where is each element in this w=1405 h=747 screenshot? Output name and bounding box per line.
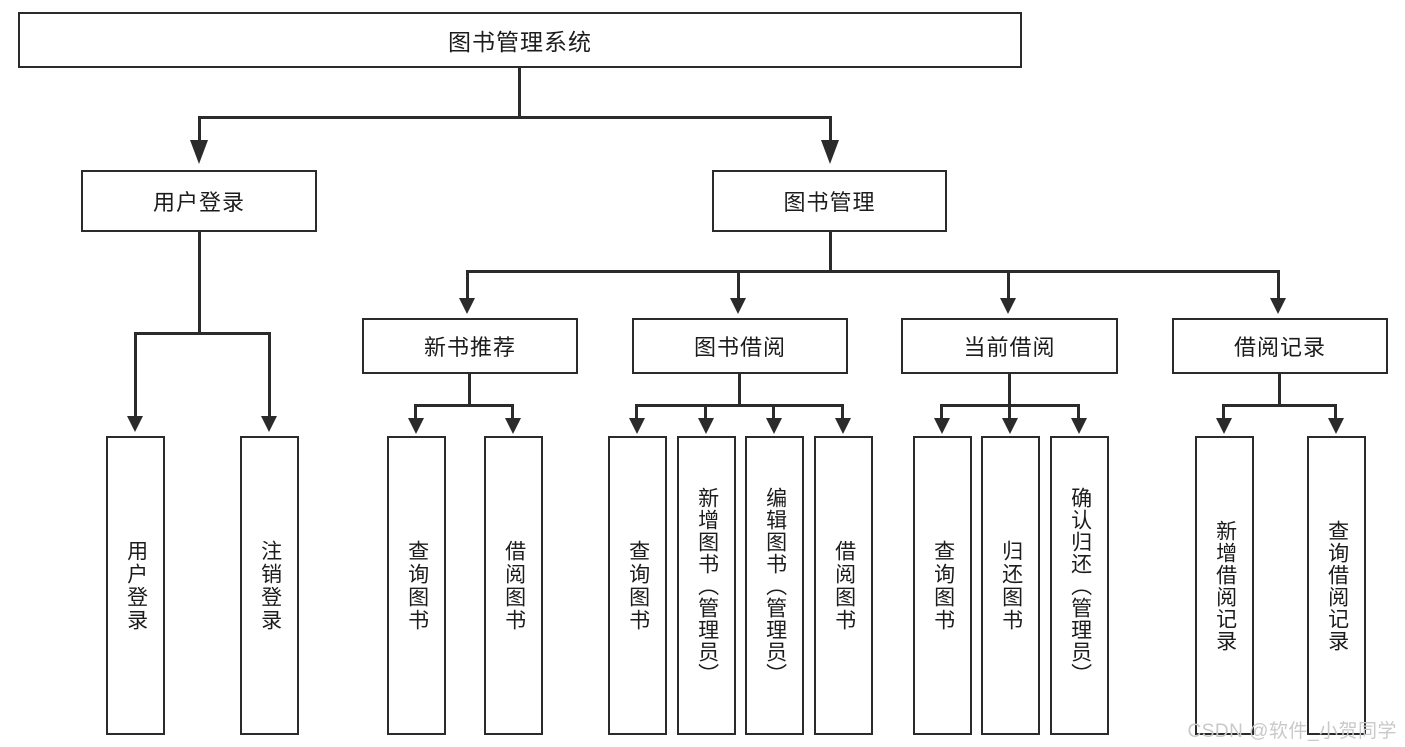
connector-record-to-leaf1	[1222, 404, 1225, 418]
connector-root-stem	[518, 68, 521, 118]
node-label: 查询借阅记录	[1325, 519, 1349, 652]
arrow-recommend-to-leaf1	[408, 418, 424, 434]
connector-root-to-bookmgmt	[829, 116, 832, 142]
connector-borrow-to-leaf2	[704, 404, 707, 418]
node-label: 归还图书	[999, 539, 1023, 632]
arrow-root-to-login	[190, 140, 208, 164]
leaf-current-return-book[interactable]: 归还图书	[981, 436, 1040, 735]
node-label: 用户登录	[152, 190, 245, 215]
connector-login-to-leaf1	[134, 332, 137, 416]
node-label: 查询图书	[931, 539, 955, 632]
connector-login-to-leaf2	[268, 332, 271, 416]
connector-bookmgmt-to-l2c	[1007, 270, 1010, 298]
connector-current-stem	[1008, 374, 1011, 406]
connector-recommend-to-leaf1	[414, 404, 417, 418]
node-label: 新增借阅记录	[1213, 519, 1237, 652]
leaf-borrow-add-book-admin[interactable]: 新增图书（管理员）	[677, 436, 736, 735]
leaf-record-query-borrow-record[interactable]: 查询借阅记录	[1307, 436, 1366, 735]
connector-bookmgmt-bus	[466, 270, 1280, 273]
leaf-borrow-query-book[interactable]: 查询图书	[608, 436, 667, 735]
leaf-current-confirm-return-admin[interactable]: 确认归还（管理员）	[1050, 436, 1109, 735]
node-label: 图书管理	[783, 190, 876, 215]
node-label: 编辑图书（管理员）	[763, 486, 787, 685]
arrow-current-to-leaf2	[1002, 418, 1018, 434]
arrow-recommend-to-leaf2	[505, 418, 521, 434]
node-label: 注销登录	[258, 539, 282, 632]
connector-borrow-stem	[738, 374, 741, 406]
csdn-watermark: CSDN @软件_小贺同学	[1187, 721, 1397, 742]
node-current-borrow[interactable]: 当前借阅	[901, 318, 1118, 374]
node-label: 图书管理系统	[448, 29, 592, 55]
connector-record-bus	[1222, 404, 1337, 407]
leaf-current-query-book[interactable]: 查询图书	[913, 436, 972, 735]
connector-borrow-to-leaf4	[841, 404, 844, 418]
arrow-current-to-leaf1	[934, 418, 950, 434]
node-label: 查询图书	[626, 539, 650, 632]
node-label: 确认归还（管理员）	[1068, 486, 1092, 685]
node-label: 借阅图书	[502, 539, 526, 632]
connector-borrow-to-leaf1	[635, 404, 638, 418]
arrow-borrow-to-leaf1	[629, 418, 645, 434]
connector-recommend-to-leaf2	[511, 404, 514, 418]
leaf-user-login[interactable]: 用户登录	[106, 436, 165, 735]
connector-bookmgmt-to-l2a	[466, 270, 469, 298]
connector-root-to-login	[198, 116, 201, 142]
connector-bookmgmt-to-l2b	[737, 270, 740, 298]
arrow-borrow-to-leaf2	[698, 418, 714, 434]
leaf-record-add-borrow-record[interactable]: 新增借阅记录	[1195, 436, 1254, 735]
connector-recommend-stem	[468, 374, 471, 406]
connector-login-stem	[198, 232, 201, 334]
node-label: 用户登录	[124, 539, 148, 632]
connector-bookmgmt-to-l2d	[1277, 270, 1280, 298]
connector-login-bus	[134, 332, 271, 335]
leaf-recommend-query-book[interactable]: 查询图书	[387, 436, 446, 735]
arrow-record-to-leaf2	[1328, 418, 1344, 434]
connector-root-bus	[198, 116, 832, 119]
node-label: 借阅图书	[832, 539, 856, 632]
connector-record-stem	[1278, 374, 1281, 406]
node-borrow-record[interactable]: 借阅记录	[1172, 318, 1388, 374]
arrow-borrow-to-leaf4	[835, 418, 851, 434]
arrow-bookmgmt-to-l2d	[1270, 298, 1286, 314]
node-book-borrow[interactable]: 图书借阅	[632, 318, 848, 374]
arrow-borrow-to-leaf3	[766, 418, 782, 434]
connector-borrow-to-leaf3	[772, 404, 775, 418]
leaf-borrow-edit-book-admin[interactable]: 编辑图书（管理员）	[745, 436, 804, 735]
connector-current-to-leaf3	[1077, 404, 1080, 418]
arrow-login-to-leaf1	[127, 416, 143, 432]
arrow-login-to-leaf2	[261, 416, 277, 432]
node-root-system[interactable]: 图书管理系统	[18, 12, 1022, 68]
arrow-current-to-leaf3	[1071, 418, 1087, 434]
node-label: 当前借阅	[963, 335, 1056, 360]
leaf-logout-login[interactable]: 注销登录	[240, 436, 299, 735]
arrow-bookmgmt-to-l2c	[1000, 298, 1016, 314]
connector-current-to-leaf2	[1008, 404, 1011, 418]
node-user-login[interactable]: 用户登录	[81, 170, 317, 232]
node-new-book-recommend[interactable]: 新书推荐	[362, 318, 578, 374]
node-label: 查询图书	[405, 539, 429, 632]
node-label: 新增图书（管理员）	[695, 486, 719, 685]
arrow-root-to-bookmgmt	[821, 140, 839, 164]
connector-current-to-leaf1	[940, 404, 943, 418]
connector-borrow-bus	[635, 404, 843, 407]
arrow-bookmgmt-to-l2a	[459, 298, 475, 314]
connector-record-to-leaf2	[1334, 404, 1337, 418]
node-label: 借阅记录	[1233, 335, 1326, 360]
leaf-recommend-borrow-book[interactable]: 借阅图书	[484, 436, 543, 735]
node-label: 新书推荐	[423, 335, 516, 360]
connector-recommend-bus	[414, 404, 513, 407]
arrow-bookmgmt-to-l2b	[730, 298, 746, 314]
node-label: 图书借阅	[693, 335, 786, 360]
node-book-management[interactable]: 图书管理	[712, 170, 947, 232]
leaf-borrow-borrow-book[interactable]: 借阅图书	[814, 436, 873, 735]
connector-bookmgmt-stem	[829, 232, 832, 272]
arrow-record-to-leaf1	[1216, 418, 1232, 434]
